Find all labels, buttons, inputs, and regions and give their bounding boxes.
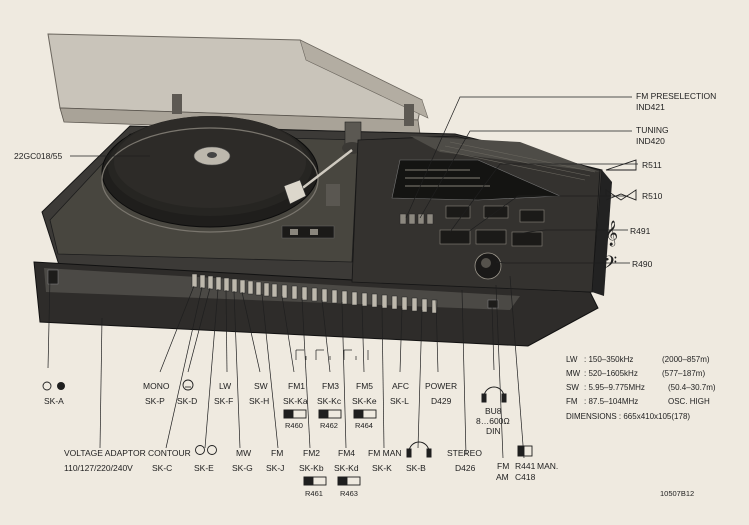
spec-row: FM : 87.5–104MHz OSC. HIGH: [566, 397, 710, 406]
dimensions-label: DIMENSIONS : 665x410x105(178): [566, 412, 690, 421]
svg-text:(2000–857m): (2000–857m): [662, 355, 710, 364]
tonearm: [283, 121, 362, 206]
fm-switch-label: FM: [497, 461, 509, 471]
svg-text:LW: LW: [566, 355, 578, 364]
skp-label: SK-P: [145, 396, 165, 406]
skd-label: SK-D: [177, 396, 197, 406]
fm4-label: FM4: [338, 448, 355, 458]
record-player-illustration: [33, 33, 612, 347]
d429-label: D429: [431, 396, 452, 406]
skkd-label: SK-Kd: [334, 463, 359, 473]
trimmer-symbols: [283, 409, 533, 486]
fm2-label: FM2: [303, 448, 320, 458]
reference-code: 10507B12: [660, 489, 694, 498]
headphones-icon-skb: [406, 441, 432, 458]
tape-reels-icon: [195, 445, 217, 455]
power-label: POWER: [425, 381, 457, 391]
skb-label: SK-B: [406, 463, 426, 473]
fm-man-label: FM MAN: [368, 448, 402, 458]
fader-ramp-icon: [605, 159, 637, 171]
svg-text:FM: FM: [566, 397, 578, 406]
balance-icon: [605, 189, 637, 201]
treble-clef-icon: 𝄞: [605, 220, 618, 246]
spec-table: LW : 150–350kHz (2000–857m) MW : 520–160…: [566, 355, 716, 421]
r462-label: R462: [320, 421, 338, 430]
fm-preselection-label: FM PRESELECTION: [636, 91, 716, 101]
sk-a-circle-icons: [42, 381, 65, 391]
callout-labels: 22GC018/55 FM PRESELECTION IND421 TUNING…: [14, 91, 716, 498]
voltage-adaptor-label: VOLTAGE ADAPTOR: [64, 448, 146, 458]
skkb-label: SK-Kb: [299, 463, 324, 473]
skf-label: SK-F: [214, 396, 233, 406]
sw-label: SW: [254, 381, 268, 391]
svg-text:OSC. HIGH: OSC. HIGH: [668, 397, 710, 406]
r461-label: R461: [305, 489, 323, 498]
spec-row: SW : 5.95–9.775MHz (50.4–30.7m): [566, 383, 716, 392]
skh-label: SK-H: [249, 396, 269, 406]
fm-label: FM: [271, 448, 283, 458]
headphones-icon-bu8: [481, 386, 507, 403]
svg-text:: 520–1605kHz: : 520–1605kHz: [584, 369, 638, 378]
svg-text:(50.4–30.7m): (50.4–30.7m): [668, 383, 716, 392]
svg-text:: 87.5–104MHz: : 87.5–104MHz: [584, 397, 638, 406]
fm3-label: FM3: [322, 381, 339, 391]
svg-text:(577–187m): (577–187m): [662, 369, 705, 378]
fm5-label: FM5: [356, 381, 373, 391]
bass-clef-icon: 𝄢: [603, 253, 617, 278]
skc-label: SK-C: [152, 463, 172, 473]
fm1-label: FM1: [288, 381, 305, 391]
c418-label: C418: [515, 472, 536, 482]
stereo-label: STEREO: [447, 448, 482, 458]
mono-label: MONO: [143, 381, 170, 391]
d426-label: D426: [455, 463, 476, 473]
record-input-icon: [182, 379, 194, 391]
svg-text:: 150–350kHz: : 150–350kHz: [584, 355, 633, 364]
ske2-label: SK-Ke: [352, 396, 377, 406]
mw-label: MW: [236, 448, 251, 458]
afc-label: AFC: [392, 381, 409, 391]
ske-label: SK-E: [194, 463, 214, 473]
svg-text:: 5.95–9.775MHz: : 5.95–9.775MHz: [584, 383, 645, 392]
am-switch-label: AM: [496, 472, 509, 482]
voltages-label: 110/127/220/240V: [64, 463, 133, 473]
r510-label: R510: [642, 191, 663, 201]
fm-preselection-code: IND421: [636, 102, 665, 112]
r460-label: R460: [285, 421, 303, 430]
r511-label: R511: [642, 160, 662, 170]
svg-text:SW: SW: [566, 383, 579, 392]
model-label: 22GC018/55: [14, 151, 62, 161]
ska2-label: SK-Ka: [283, 396, 308, 406]
tuning-code: IND420: [636, 136, 665, 146]
r463-label: R463: [340, 489, 358, 498]
r490-label: R490: [632, 259, 653, 269]
skl-label: SK-L: [390, 396, 409, 406]
lw-label: LW: [219, 381, 231, 391]
man-label: MAN.: [537, 461, 558, 471]
skk-label: SK-K: [372, 463, 392, 473]
skc2-label: SK-Kc: [317, 396, 342, 406]
bu8-impedance: 8…600Ω: [476, 416, 510, 426]
r464-label: R464: [355, 421, 373, 430]
leader-lines: [47, 96, 638, 459]
contour-label: CONTOUR: [148, 448, 191, 458]
tuning-label: TUNING: [636, 125, 669, 135]
spec-row: LW : 150–350kHz (2000–857m): [566, 355, 710, 364]
pushbutton-row: [191, 273, 438, 314]
spec-row: MW : 520–1605kHz (577–187m): [566, 369, 705, 378]
svg-text:MW: MW: [566, 369, 581, 378]
din-label: DIN: [486, 426, 501, 436]
skg-label: SK-G: [232, 463, 253, 473]
skj-label: SK-J: [266, 463, 284, 473]
ska-label: SK-A: [44, 396, 64, 406]
bu8-label: BU8: [485, 406, 502, 416]
r441-label: R441: [515, 461, 536, 471]
r491-label: R491: [630, 226, 651, 236]
